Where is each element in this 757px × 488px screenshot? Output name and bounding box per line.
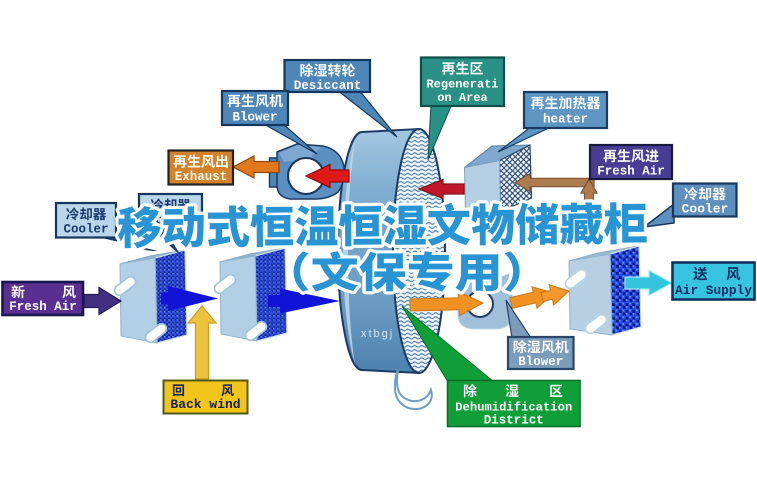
svg-text:Air Supply: Air Supply xyxy=(675,283,752,298)
svg-text:Dehumidification: Dehumidification xyxy=(455,401,572,415)
svg-text:Desiccant: Desiccant xyxy=(294,79,362,93)
svg-text:District: District xyxy=(484,414,544,428)
svg-text:Fresh Air: Fresh Air xyxy=(9,300,77,314)
svg-text:on Area: on Area xyxy=(437,91,487,105)
svg-text:Blower: Blower xyxy=(518,355,563,369)
svg-text:Back wind: Back wind xyxy=(170,397,240,412)
svg-text:Cooler: Cooler xyxy=(682,202,729,217)
svg-text:Exhaust: Exhaust xyxy=(175,170,228,184)
svg-text:Cooler: Cooler xyxy=(63,223,108,237)
svg-text:xtbgj: xtbgj xyxy=(361,328,394,340)
svg-text:Fresh Air: Fresh Air xyxy=(597,165,665,179)
svg-text:Regenerati: Regenerati xyxy=(426,78,498,92)
svg-text:Blower: Blower xyxy=(232,111,277,125)
svg-text:heater: heater xyxy=(543,113,588,127)
